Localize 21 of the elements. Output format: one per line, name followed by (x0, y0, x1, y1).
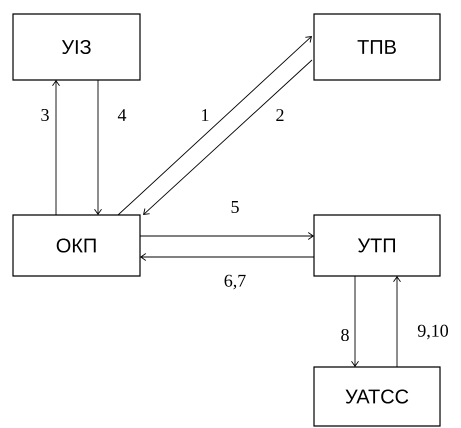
edge-label: 1 (200, 108, 210, 122)
edge-label: 9,10 (416, 324, 450, 340)
process-box: УАТСС (313, 366, 441, 427)
arrow (393, 276, 401, 368)
edge-label: 6,7 (222, 274, 248, 290)
process-box: ТПВ (313, 13, 441, 81)
arrow (52, 80, 60, 216)
arrow (94, 80, 102, 215)
edge-label: 8 (340, 328, 350, 342)
edge-label: 5 (230, 200, 240, 214)
edge-label: 3 (40, 108, 50, 122)
arrow (118, 36, 312, 216)
edge-label: 2 (274, 108, 286, 122)
arrow (140, 253, 314, 261)
process-box: УТП (313, 214, 441, 277)
arrow (143, 60, 312, 215)
arrow (140, 232, 314, 240)
edge-label: 4 (116, 108, 128, 122)
process-box: УІЗ (12, 13, 141, 81)
process-box: ОКП (12, 214, 141, 277)
arrow (351, 276, 359, 367)
